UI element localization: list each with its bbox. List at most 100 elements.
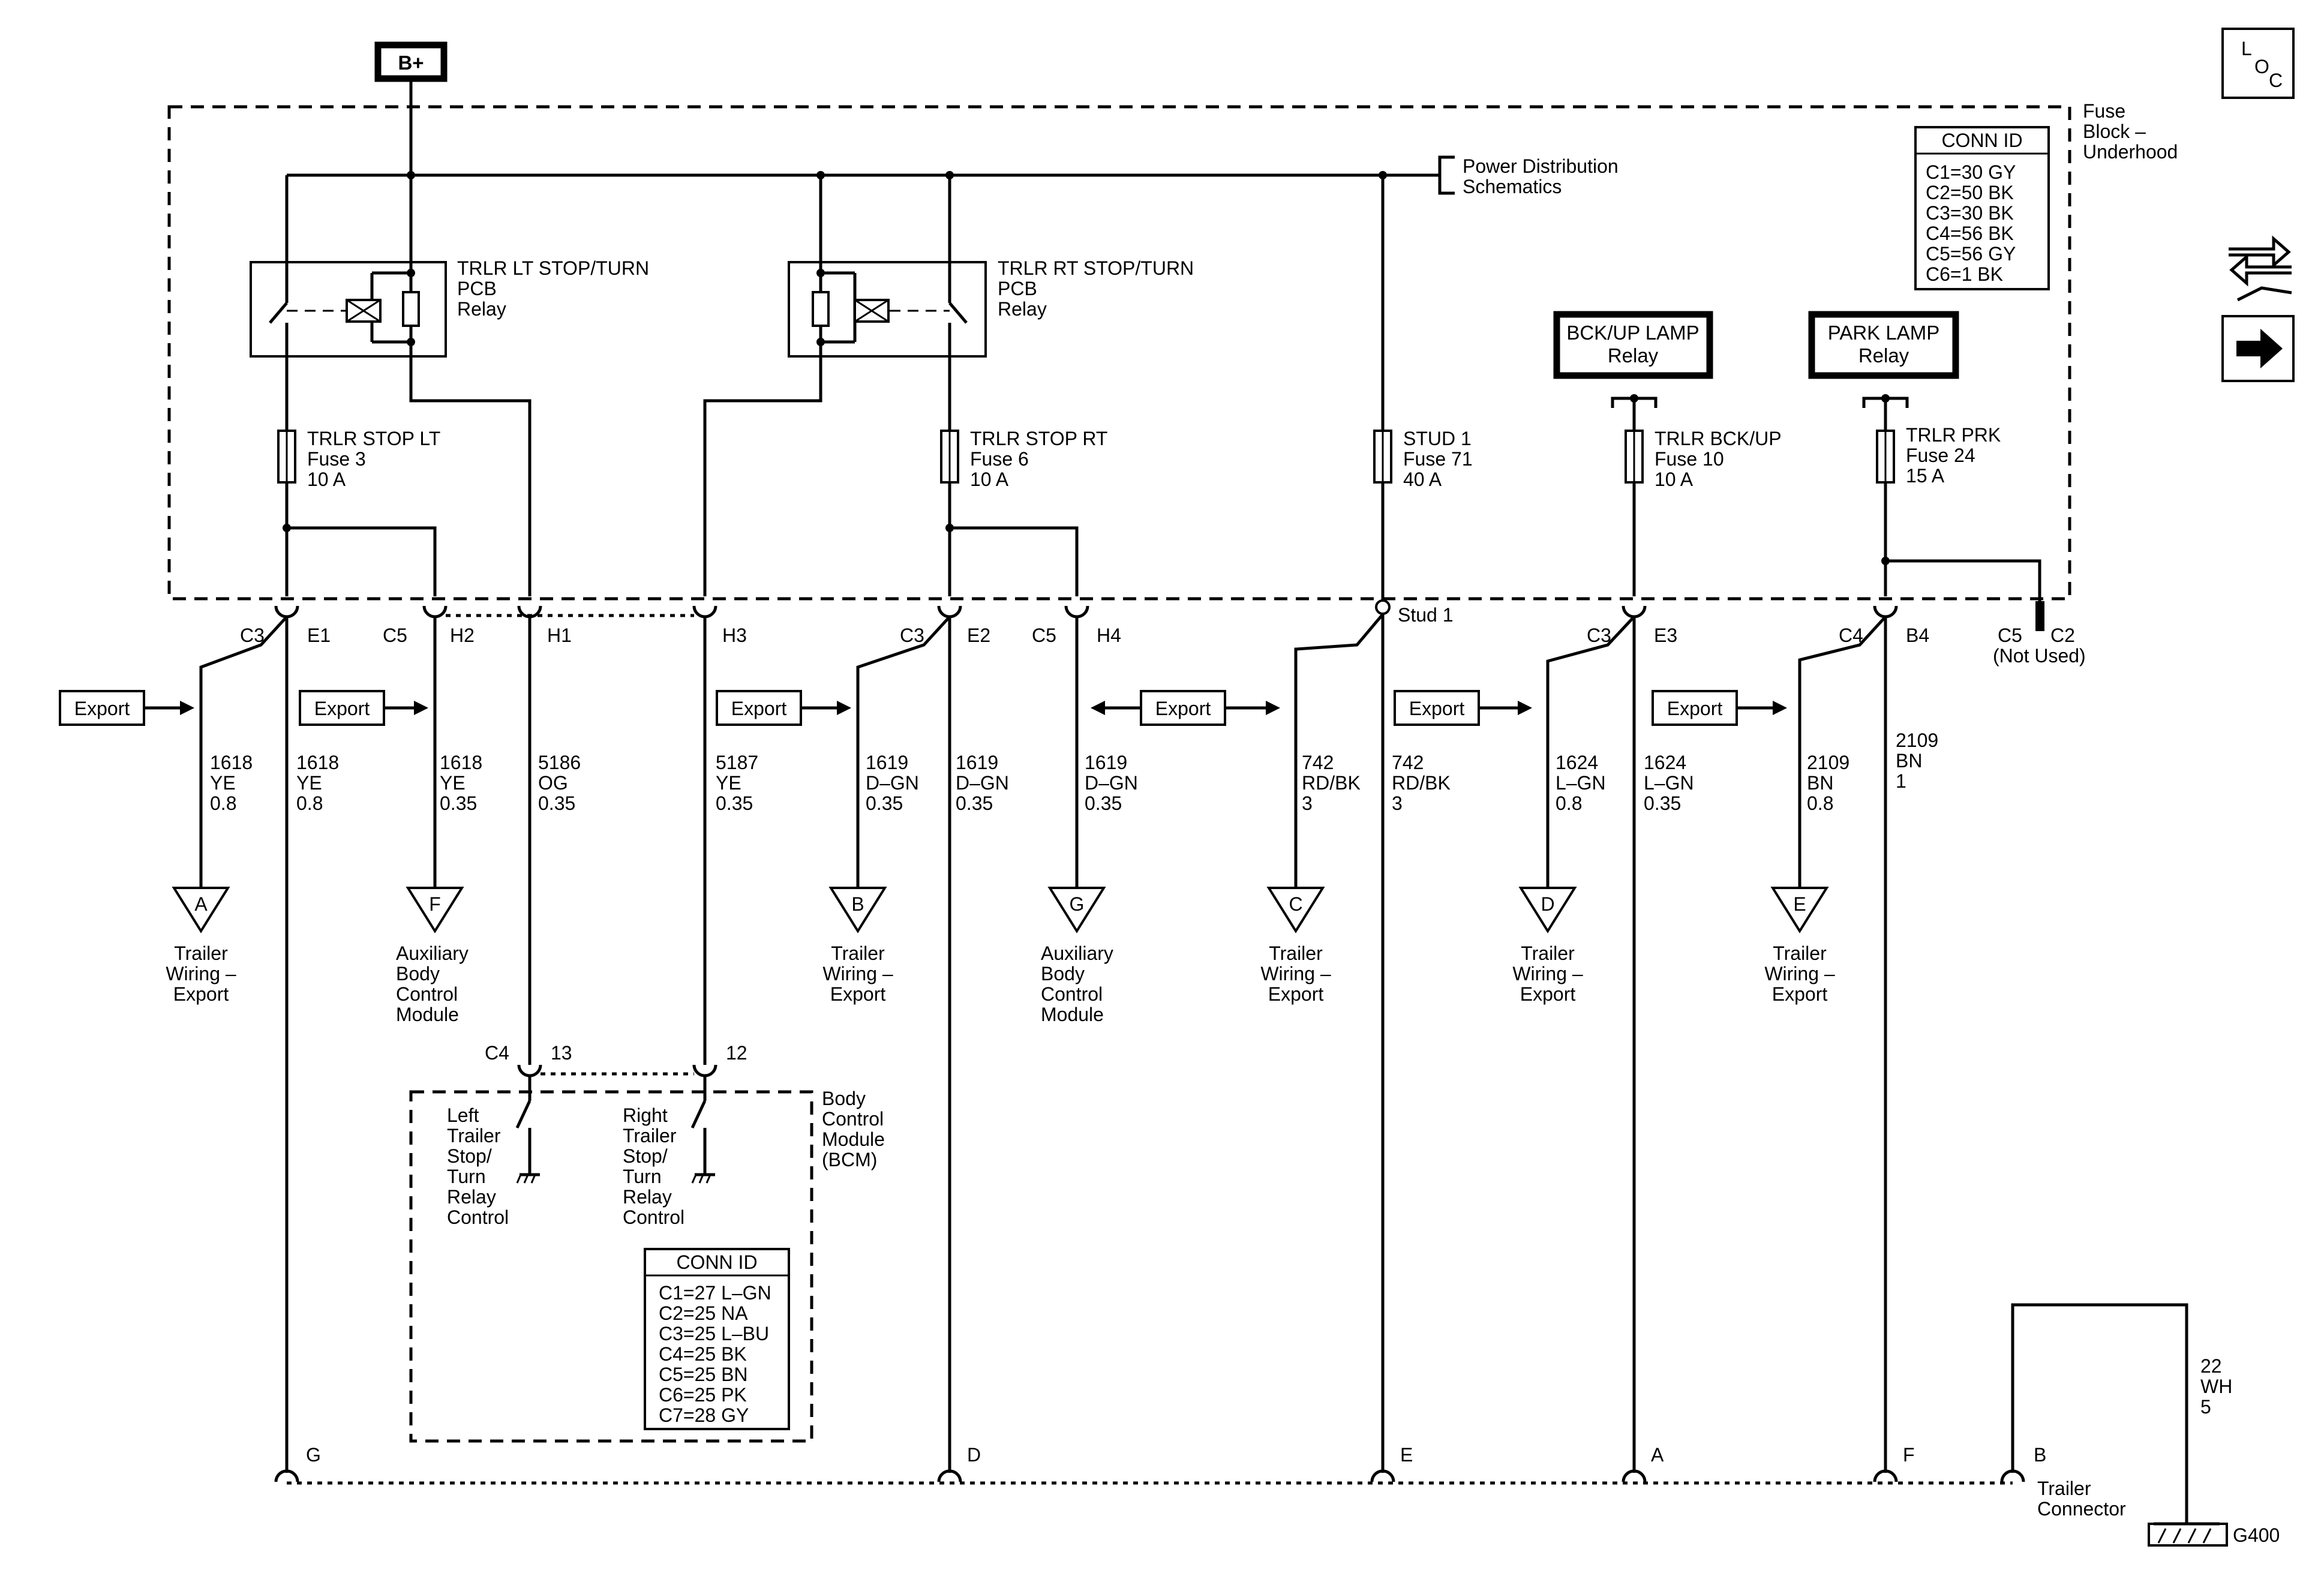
svg-text:Wiring –: Wiring – bbox=[1260, 963, 1331, 984]
svg-text:F: F bbox=[429, 893, 441, 915]
next-page-arrow-icon[interactable] bbox=[2221, 315, 2295, 382]
svg-text:Fuse 3: Fuse 3 bbox=[307, 448, 366, 470]
rt-relay-label-1: TRLR RT STOP/TURN bbox=[998, 257, 1194, 279]
export-box-4[interactable]: Export bbox=[1091, 690, 1280, 726]
svg-text:Fuse 10: Fuse 10 bbox=[1655, 448, 1724, 470]
offpage-e-trailer-wiring[interactable]: E Trailer Wiring – Export bbox=[1764, 887, 1835, 1005]
connector-e3 bbox=[1622, 605, 1647, 619]
trlr-lt-stop-turn-relay: TRLR LT STOP/TURN PCB Relay bbox=[250, 175, 649, 596]
offpage-b-trailer-wiring[interactable]: B Trailer Wiring – Export bbox=[822, 887, 893, 1005]
svg-text:Export: Export bbox=[1268, 983, 1324, 1005]
fuse-trlr-prk: TRLR PRK Fuse 24 15 A bbox=[1876, 424, 2001, 487]
svg-text:Export: Export bbox=[314, 698, 370, 719]
svg-text:Right: Right bbox=[623, 1104, 668, 1126]
svg-text:1624: 1624 bbox=[1644, 752, 1686, 773]
not-used-c2: C2 bbox=[2050, 625, 2075, 646]
svg-text:Fuse 71: Fuse 71 bbox=[1403, 448, 1473, 470]
pin-label-h4: H4 bbox=[1097, 625, 1121, 646]
pin-label-e1: E1 bbox=[307, 625, 331, 646]
svg-text:1618: 1618 bbox=[296, 752, 339, 773]
connector-swap-icon[interactable] bbox=[2229, 235, 2292, 302]
ground-g400-icon bbox=[2148, 1522, 2228, 1547]
connector-label-c3-mid: C3 bbox=[900, 625, 924, 646]
svg-text:B: B bbox=[2034, 1444, 2046, 1466]
power-distribution-label-2[interactable]: Schematics bbox=[1463, 176, 1562, 197]
svg-text:C5=25 BN: C5=25 BN bbox=[659, 1364, 748, 1385]
svg-text:Trailer: Trailer bbox=[447, 1125, 501, 1146]
svg-text:Trailer: Trailer bbox=[174, 942, 228, 964]
svg-text:C7=28 GY: C7=28 GY bbox=[659, 1404, 749, 1426]
offpage-d-trailer-wiring[interactable]: D Trailer Wiring – Export bbox=[1512, 887, 1583, 1005]
offpage-a-trailer-wiring[interactable]: A Trailer Wiring – Export bbox=[166, 887, 236, 1005]
svg-text:E: E bbox=[1400, 1444, 1413, 1466]
svg-text:Body: Body bbox=[822, 1088, 866, 1109]
svg-text:10 A: 10 A bbox=[307, 469, 346, 490]
export-box-6[interactable]: Export bbox=[1652, 690, 1787, 726]
export-box-1[interactable]: Export bbox=[59, 690, 194, 726]
loc-icon[interactable]: L O C bbox=[2221, 28, 2295, 99]
export-box-5[interactable]: Export bbox=[1394, 690, 1532, 726]
fuse-block-label-1: Fuse bbox=[2083, 100, 2125, 122]
svg-text:0.35: 0.35 bbox=[440, 792, 477, 814]
offpage-g-aux-bcm[interactable]: G Auxiliary Body Control Module bbox=[1041, 887, 1113, 1025]
svg-text:TRLR BCK/UP: TRLR BCK/UP bbox=[1655, 428, 1782, 449]
stud-1-terminal bbox=[1375, 599, 1391, 615]
svg-text:2109: 2109 bbox=[1807, 752, 1849, 773]
svg-text:B: B bbox=[851, 893, 864, 915]
svg-text:Wiring –: Wiring – bbox=[1764, 963, 1835, 984]
svg-text:Auxiliary: Auxiliary bbox=[1041, 942, 1113, 964]
connector-e2 bbox=[937, 605, 962, 619]
svg-text:0.8: 0.8 bbox=[1807, 792, 1833, 814]
connector-h4 bbox=[1064, 605, 1089, 619]
offpage-f-aux-bcm[interactable]: F Auxiliary Body Control Module bbox=[396, 887, 469, 1025]
svg-text:Control: Control bbox=[1041, 983, 1103, 1005]
trailer-connector: G D E A F B Trailer Connector bbox=[274, 1444, 2126, 1520]
svg-text:Trailer: Trailer bbox=[1269, 942, 1323, 964]
svg-text:Control: Control bbox=[447, 1206, 509, 1228]
svg-text:Trailer: Trailer bbox=[2037, 1478, 2091, 1499]
svg-text:C: C bbox=[1289, 893, 1302, 915]
svg-text:Export: Export bbox=[1155, 698, 1211, 719]
park-lamp-relay-box[interactable] bbox=[1808, 311, 1959, 379]
park-lamp-relay-label-1[interactable]: PARK LAMP bbox=[1828, 322, 1939, 344]
connector-label-c5-left: C5 bbox=[383, 625, 407, 646]
bck-up-lamp-relay-label-2[interactable]: Relay bbox=[1608, 344, 1659, 367]
ground-label: G400 bbox=[2233, 1524, 2280, 1546]
not-used-note: (Not Used) bbox=[1993, 645, 2086, 667]
svg-text:A: A bbox=[194, 893, 208, 915]
bck-up-lamp-relay-label-1[interactable]: BCK/UP LAMP bbox=[1566, 322, 1699, 344]
svg-text:C6=25 PK: C6=25 PK bbox=[659, 1384, 747, 1406]
svg-text:10 A: 10 A bbox=[970, 469, 1009, 490]
svg-text:O: O bbox=[2254, 56, 2269, 77]
bck-up-lamp-relay-box[interactable] bbox=[1553, 311, 1713, 379]
svg-text:C6=1 BK: C6=1 BK bbox=[1926, 263, 2003, 285]
pin-label-e3: E3 bbox=[1654, 625, 1677, 646]
svg-text:Relay: Relay bbox=[623, 1186, 672, 1208]
svg-text:0.35: 0.35 bbox=[1644, 792, 1681, 814]
pin-label-h2: H2 bbox=[450, 625, 475, 646]
offpage-c-trailer-wiring[interactable]: C Trailer Wiring – Export bbox=[1260, 887, 1331, 1005]
pin-label-h3: H3 bbox=[722, 625, 747, 646]
svg-text:1619: 1619 bbox=[1085, 752, 1127, 773]
fuse-stud-1: STUD 1 Fuse 71 40 A bbox=[1373, 428, 1473, 490]
svg-text:YE: YE bbox=[210, 772, 236, 794]
svg-text:Turn: Turn bbox=[623, 1166, 662, 1187]
power-distribution-label-1[interactable]: Power Distribution bbox=[1463, 155, 1619, 177]
svg-text:L–GN: L–GN bbox=[1556, 772, 1606, 794]
export-box-2[interactable]: Export bbox=[299, 690, 428, 726]
svg-text:TRLR PRK: TRLR PRK bbox=[1906, 424, 2001, 446]
svg-text:13: 13 bbox=[551, 1042, 572, 1064]
svg-text:(BCM): (BCM) bbox=[822, 1149, 877, 1170]
svg-text:Module: Module bbox=[1041, 1004, 1104, 1025]
export-box-3[interactable]: Export bbox=[716, 690, 851, 726]
fuse-block-label-2: Block – bbox=[2083, 121, 2146, 142]
svg-text:Export: Export bbox=[173, 983, 229, 1005]
svg-text:Trailer: Trailer bbox=[831, 942, 885, 964]
park-lamp-relay-label-2[interactable]: Relay bbox=[1858, 344, 1909, 367]
